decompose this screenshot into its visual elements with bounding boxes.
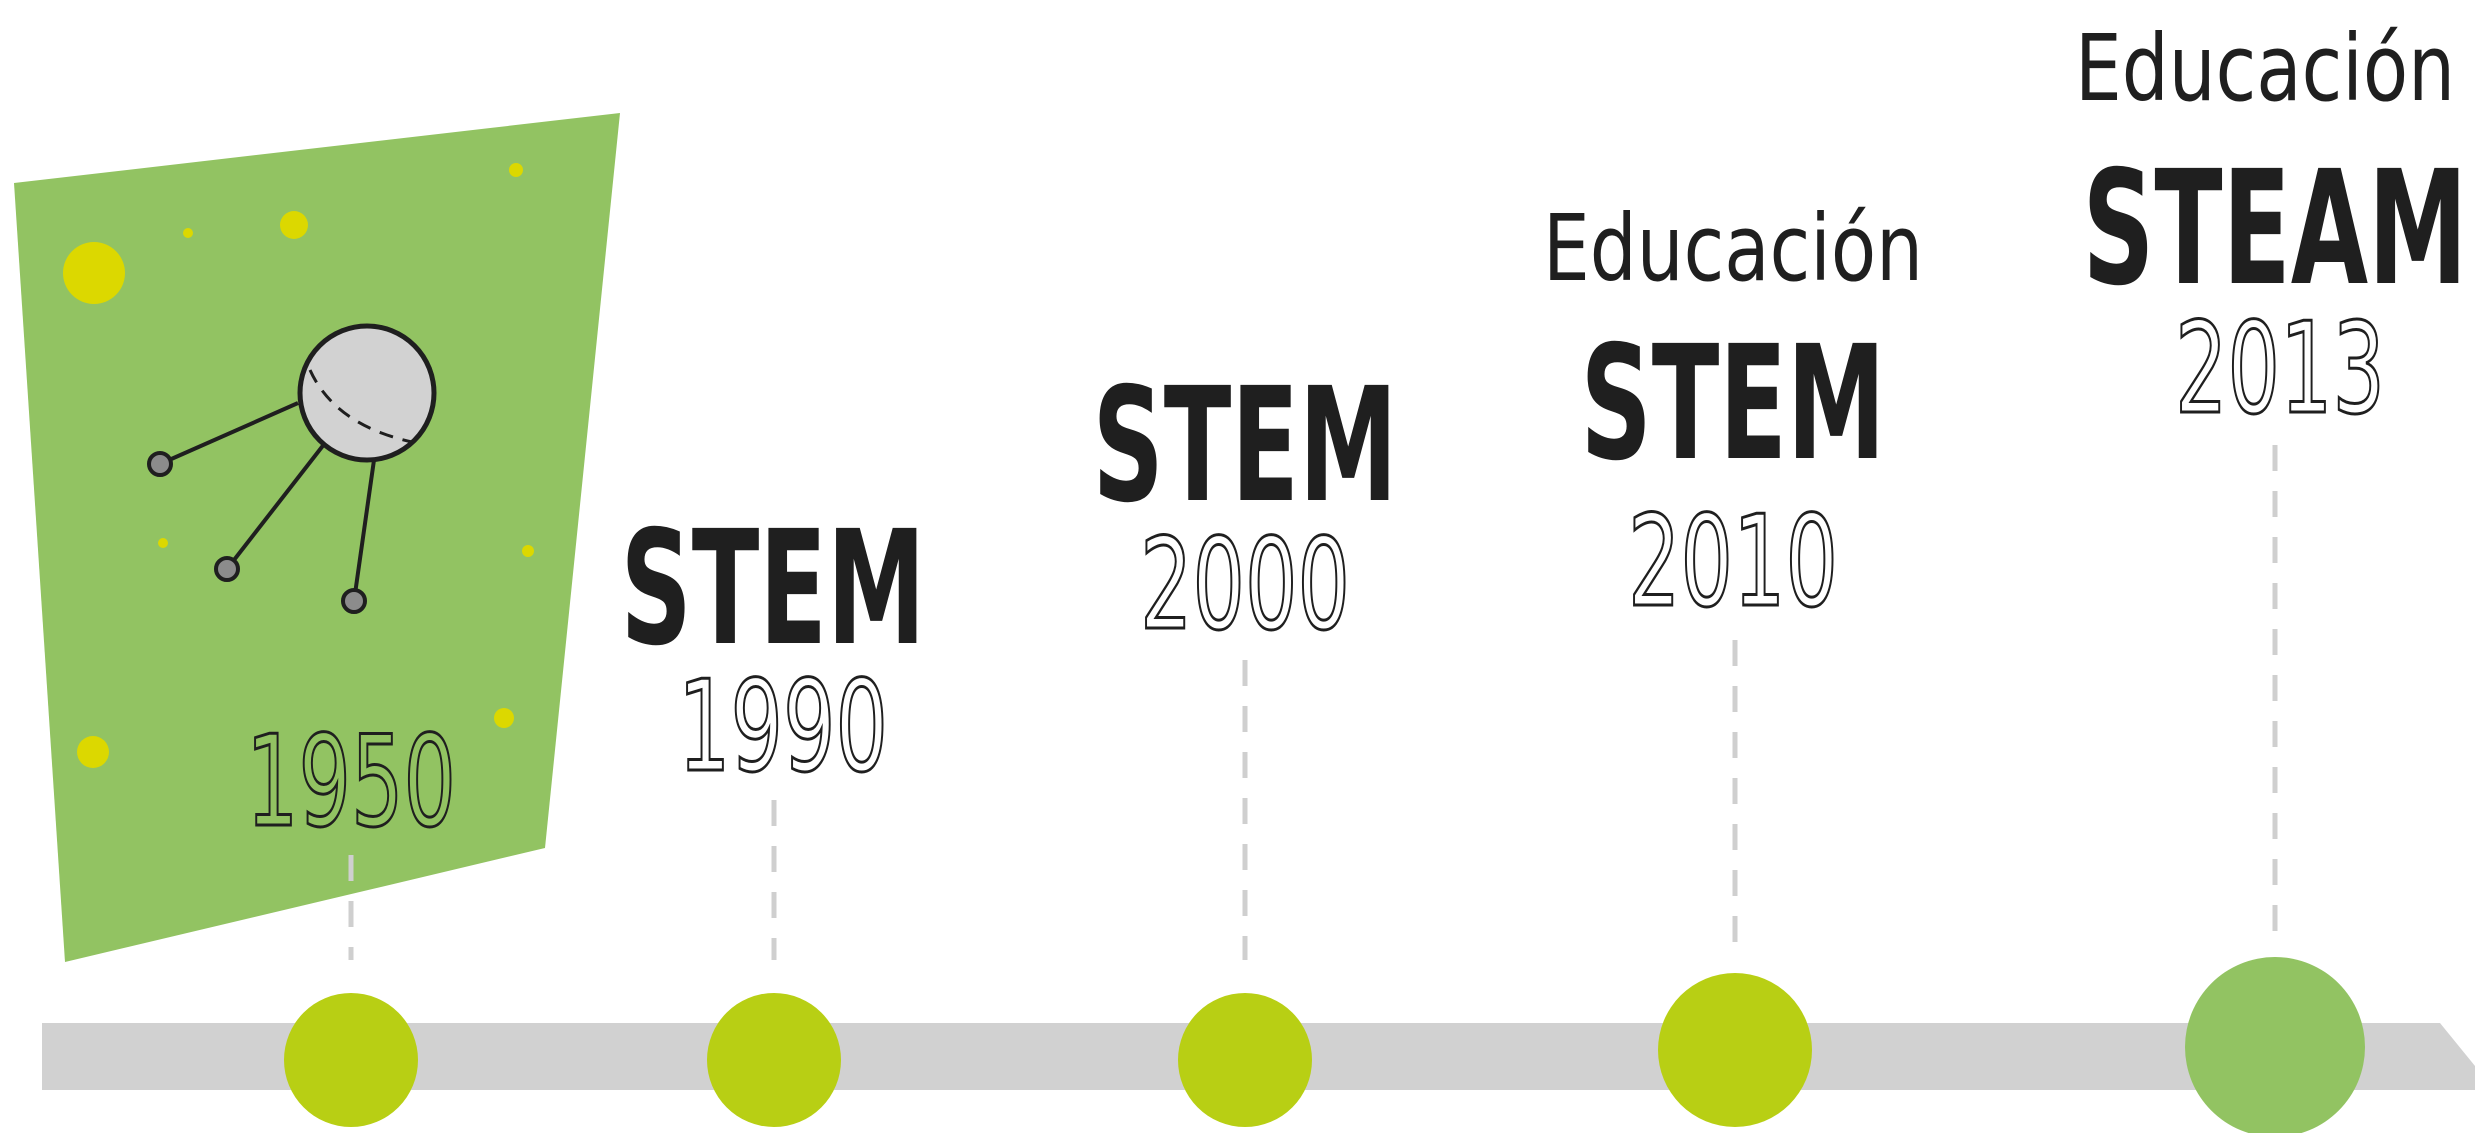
milestone-headline: STEM (1093, 354, 1398, 538)
milestone-marker-1950 (284, 993, 418, 1127)
milestone-year: 1990 (678, 653, 888, 800)
milestone-marker-2013 (2185, 957, 2365, 1133)
era-panel-1950 (14, 113, 620, 962)
milestone-year: 2000 (1140, 511, 1350, 658)
decor-dot (158, 538, 168, 548)
decor-dot (280, 211, 308, 239)
milestone-subtitle: Educación (1543, 195, 1923, 302)
decor-dot (509, 163, 523, 177)
sputnik-satellite-icon (147, 323, 437, 614)
decor-dot (63, 242, 125, 304)
milestone-year: 1950 (246, 708, 456, 855)
milestone-marker-2000 (1178, 993, 1312, 1127)
decor-dot (494, 708, 514, 728)
decor-dot (183, 228, 193, 238)
milestone-marker-1990 (707, 993, 841, 1127)
decor-dot (77, 736, 109, 768)
milestone-marker-2010 (1658, 973, 1812, 1127)
decor-dot (522, 545, 534, 557)
decorative-dots (63, 163, 534, 768)
milestone-markers (284, 957, 2365, 1133)
milestone-labels: 1950 STEM 1990 STEM 2000 Educación STEM … (245, 15, 2468, 857)
milestone-headline: STEM (621, 497, 926, 681)
milestone-headline: STEM (1581, 312, 1886, 496)
milestone-year: 2013 (2175, 295, 2385, 442)
milestone-subtitle: Educación (2075, 15, 2455, 122)
milestone-headline: STEAM (2083, 137, 2468, 321)
milestone-year: 2010 (1628, 488, 1838, 635)
connectors (348, 445, 2278, 960)
